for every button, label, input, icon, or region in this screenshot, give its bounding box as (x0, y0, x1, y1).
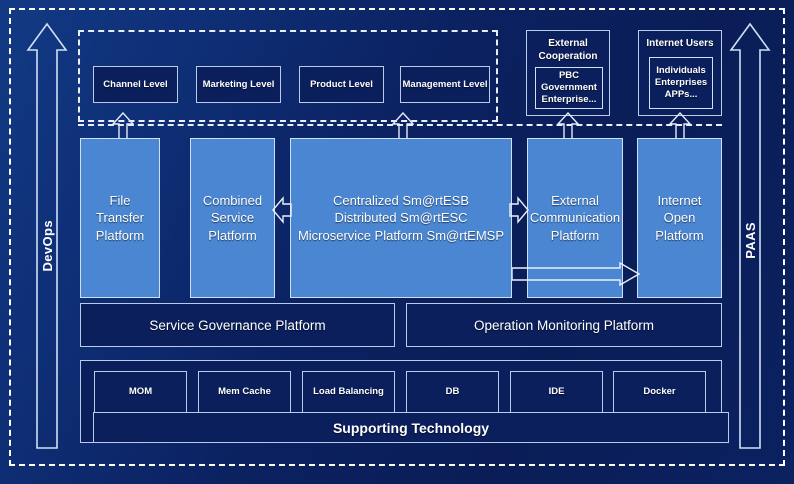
levels-platform-separator (78, 124, 722, 126)
paas-arrow: PAAS (729, 22, 771, 450)
platform-combined-service-line1: Combined (202, 192, 263, 208)
supporting-item-mem-cache[interactable]: Mem Cache (198, 371, 291, 413)
platform-internet-open[interactable]: Internet Open Platform (637, 138, 722, 298)
platform-combined-service[interactable]: Combined Service Platform (190, 138, 275, 298)
supporting-item-ide[interactable]: IDE (510, 371, 603, 413)
internet-users-box[interactable]: Internet Users Individuals Enterprises A… (638, 30, 722, 116)
platform-combined-service-line2: Service (210, 210, 255, 226)
supporting-item-mem-cache-label: Mem Cache (218, 386, 271, 398)
platform-file-transfer-line2: Transfer (96, 210, 144, 226)
business-level-marketing[interactable]: Marketing Level (196, 66, 281, 103)
platform-combined-service-line3: Platform (208, 227, 257, 243)
business-level-product-label: Product Level (310, 78, 373, 90)
internet-users-detail: Individuals Enterprises APPs... (649, 57, 713, 109)
internet-users-detail-text: Individuals Enterprises APPs... (654, 65, 708, 100)
devops-label-text: DevOps (39, 220, 55, 272)
service-governance-platform-bar[interactable]: Service Governance Platform (80, 303, 395, 347)
internet-users-header: Internet Users (639, 37, 721, 50)
platform-external-comm-line3: Platform (550, 227, 600, 243)
supporting-technology-banner[interactable]: Supporting Technology (93, 412, 729, 443)
supporting-item-db[interactable]: DB (406, 371, 499, 413)
business-level-management[interactable]: Management Level (400, 66, 490, 103)
management-level-uplink-arrow (392, 112, 414, 140)
platform-file-transfer-line1: File (109, 192, 131, 208)
external-comm-inflow-arrow (509, 196, 529, 224)
supporting-item-mom[interactable]: MOM (94, 371, 187, 413)
platform-core-esb[interactable]: Centralized Sm@rtESB Distributed Sm@rtES… (290, 138, 512, 298)
service-governance-platform-label: Service Governance Platform (149, 317, 326, 333)
devops-arrow: DevOps (26, 22, 68, 450)
outer-dashed-boundary (9, 8, 785, 466)
supporting-item-docker[interactable]: Docker (613, 371, 706, 413)
external-cooperation-header-text: External Cooperation (538, 38, 598, 62)
devops-arrow-label: DevOps (26, 220, 68, 275)
supporting-item-load-balancing-label: Load Balancing (313, 386, 384, 398)
internet-open-inflow-arrow (512, 262, 640, 286)
supporting-technology-banner-label: Supporting Technology (332, 419, 490, 436)
operation-monitoring-platform-bar[interactable]: Operation Monitoring Platform (406, 303, 722, 347)
operation-monitoring-platform-label: Operation Monitoring Platform (473, 317, 655, 333)
platform-core-line1: Centralized Sm@rtESB (332, 192, 470, 208)
supporting-item-load-balancing[interactable]: Load Balancing (302, 371, 395, 413)
external-cooperation-header: External Cooperation (527, 37, 609, 63)
supporting-item-db-label: DB (445, 386, 460, 398)
business-level-channel-label: Channel Level (103, 78, 168, 90)
platform-file-transfer[interactable]: File Transfer Platform (80, 138, 160, 298)
internet-users-header-text: Internet Users (646, 38, 714, 49)
supporting-item-ide-label: IDE (548, 386, 565, 398)
platform-external-communication[interactable]: External Communication Platform (527, 138, 623, 298)
supporting-item-mom-label: MOM (128, 386, 153, 398)
platform-internet-open-line1: Internet (657, 192, 702, 208)
external-cooperation-detail: PBC Government Enterprise... (535, 67, 603, 109)
platform-file-transfer-line3: Platform (95, 227, 145, 243)
platform-external-comm-line1: External (551, 192, 599, 208)
external-cooperation-uplink-arrow (557, 112, 579, 140)
platform-internet-open-line3: Platform (655, 227, 704, 243)
combined-service-inflow-arrow (272, 196, 292, 224)
business-level-management-label: Management Level (402, 78, 488, 90)
business-levels-group (78, 30, 498, 122)
platform-internet-open-line2: Open (663, 210, 696, 226)
paas-label-text: PAAS (742, 222, 758, 259)
internet-users-uplink-arrow (669, 112, 691, 140)
platform-core-line2: Distributed Sm@rtESC (334, 210, 468, 226)
supporting-item-docker-label: Docker (643, 386, 676, 398)
external-cooperation-detail-text: PBC Government Enterprise... (541, 70, 597, 105)
business-level-marketing-label: Marketing Level (202, 78, 275, 90)
platform-core-line3: Microservice Platform Sm@rtEMSP (297, 227, 505, 243)
paas-arrow-label: PAAS (729, 222, 771, 262)
channel-level-uplink-arrow (112, 112, 134, 140)
business-level-product[interactable]: Product Level (299, 66, 384, 103)
external-cooperation-box[interactable]: External Cooperation PBC Government Ente… (526, 30, 610, 116)
platform-external-comm-line2: Communication (529, 210, 621, 226)
business-level-channel[interactable]: Channel Level (93, 66, 178, 103)
